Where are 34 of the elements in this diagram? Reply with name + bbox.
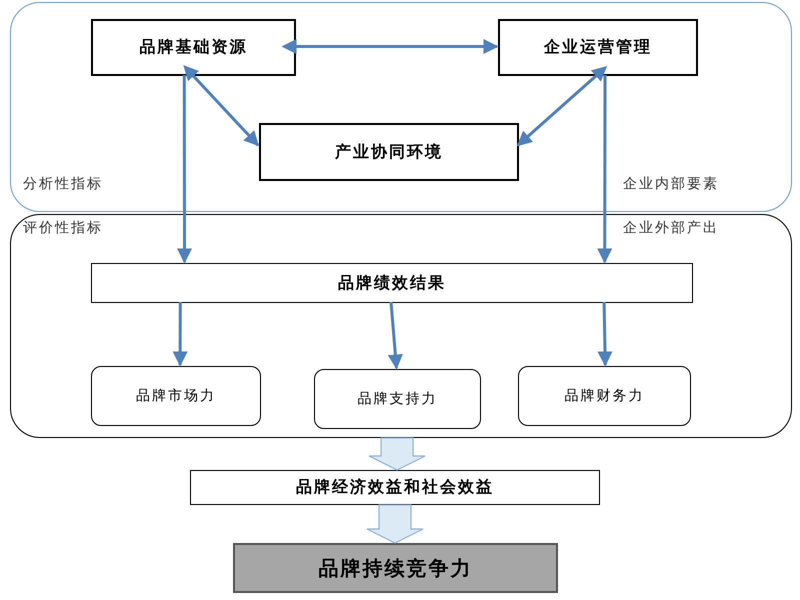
node-label: 品牌市场力 bbox=[136, 387, 216, 405]
node-label: 品牌财务力 bbox=[564, 387, 644, 405]
arrow bbox=[597, 75, 612, 264]
node-label: 品牌持续竞争力 bbox=[318, 554, 472, 582]
process-box bbox=[91, 263, 693, 303]
region-label: 评价性指标 bbox=[23, 219, 103, 237]
node-label: 品牌经济效益和社会效益 bbox=[296, 477, 494, 498]
arrow bbox=[282, 39, 498, 54]
node-label: 品牌支持力 bbox=[358, 390, 438, 408]
node-label: 品牌基础资源 bbox=[140, 37, 248, 58]
process-box bbox=[259, 123, 519, 181]
process-box bbox=[498, 19, 698, 76]
result-box bbox=[518, 366, 691, 426]
process-box bbox=[190, 470, 600, 505]
process-box bbox=[91, 19, 296, 76]
outcome-box bbox=[233, 543, 558, 593]
region-label: 分析性指标 bbox=[23, 175, 103, 193]
node-label: 产业协同环境 bbox=[335, 142, 443, 162]
arrow bbox=[172, 302, 188, 366]
arrow bbox=[183, 65, 260, 146]
result-box bbox=[314, 369, 481, 429]
arrow bbox=[598, 302, 612, 366]
region-panel bbox=[10, 214, 792, 438]
region-label: 企业内部要素 bbox=[623, 175, 719, 193]
block-arrow bbox=[368, 437, 426, 471]
result-box bbox=[91, 366, 261, 426]
region-panel bbox=[10, 2, 792, 212]
arrow bbox=[177, 75, 192, 264]
region-label: 企业外部产出 bbox=[623, 219, 719, 237]
block-arrow bbox=[366, 504, 424, 544]
node-label: 品牌绩效结果 bbox=[338, 272, 446, 294]
node-label: 企业运营管理 bbox=[544, 37, 652, 58]
arrow bbox=[388, 302, 403, 370]
arrow bbox=[516, 66, 608, 146]
